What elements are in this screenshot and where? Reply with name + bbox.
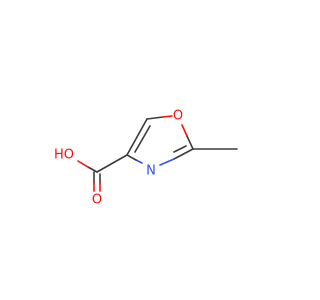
bond-c-oh-hetero xyxy=(77,160,89,168)
bond-c-oh xyxy=(87,166,98,173)
ring-oxygen-label: O xyxy=(173,109,183,124)
bond-o1-c2-hetero xyxy=(181,124,188,137)
oxazole-ring xyxy=(126,115,194,166)
carbonyl-oxygen-label: O xyxy=(92,193,102,208)
bond-c5-o1-hetero xyxy=(162,115,173,118)
carboxyl-group xyxy=(77,154,128,192)
bond-c5-o1 xyxy=(146,116,164,120)
bond-c4-cooh xyxy=(96,154,128,173)
chemical-structure: O N O HO xyxy=(54,109,238,208)
bond-c2-n3 xyxy=(173,148,194,160)
bond-c4-c5-inner xyxy=(134,125,151,153)
bond-c2-n3-hetero xyxy=(159,158,175,166)
ring-nitrogen-label: N xyxy=(146,164,156,179)
bond-n3-c4-hetero xyxy=(135,159,143,164)
bond-c2-n3-inner xyxy=(173,145,187,153)
bond-o1-c2 xyxy=(186,135,194,150)
bond-c4-c5 xyxy=(126,118,148,156)
bond-n3-c4 xyxy=(126,154,137,161)
hydroxyl-label: HO xyxy=(54,148,74,163)
